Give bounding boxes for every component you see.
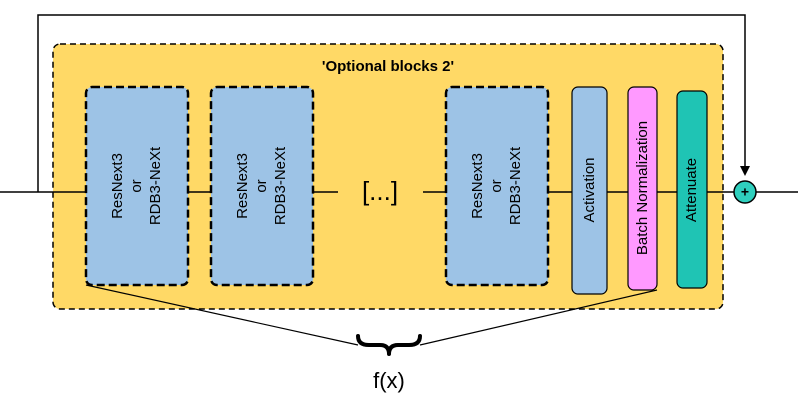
block-1-line1: ResNext3 [109, 153, 126, 219]
activation-label: Activation [581, 157, 598, 222]
curly-brace-icon [356, 334, 422, 356]
attenuate-label: Attenuate [683, 158, 700, 222]
residual-block-2: ResNext3 or RDB3-NeXt [209, 85, 315, 287]
block-2-line2: or [253, 179, 270, 192]
block-2-line1: ResNext3 [234, 153, 251, 219]
block-2-line3: RDB3-NeXt [272, 146, 289, 225]
addition-node: + [733, 180, 757, 204]
residual-block-3: ResNext3 or RDB3-NeXt [444, 85, 550, 287]
block-3-line3: RDB3-NeXt [507, 146, 524, 225]
function-label: f(x) [373, 368, 405, 393]
block-1-line3: RDB3-NeXt [147, 146, 164, 225]
ellipsis-label: [...] [362, 176, 398, 206]
batch-normalization-label: Batch Normalization [634, 121, 651, 255]
attenuate-layer: Attenuate [676, 90, 708, 289]
block-1-line2: or [128, 179, 145, 192]
skip-connection-line [37, 14, 750, 192]
activation-layer: Activation [571, 86, 608, 295]
function-bracket-lines [85, 284, 658, 346]
block-3-line1: ResNext3 [469, 153, 486, 219]
plus-icon [733, 180, 757, 204]
batch-normalization-layer: Batch Normalization [627, 86, 658, 291]
group-title: 'Optional blocks 2' [322, 58, 454, 75]
plus-symbol: + [741, 184, 749, 200]
residual-block-1: ResNext3 or RDB3-NeXt [84, 85, 190, 287]
block-3-line2: or [488, 179, 505, 192]
